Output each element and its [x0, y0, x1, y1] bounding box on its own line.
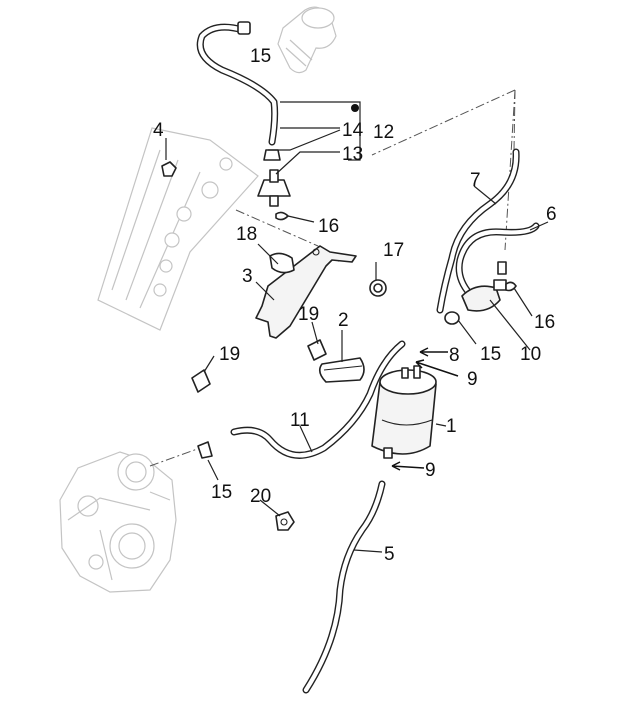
reducer-14: [263, 149, 281, 161]
callout-7: 7: [470, 170, 481, 191]
arrow-8: [419, 347, 448, 357]
purge-valve-10: [461, 261, 507, 312]
canister-1: [371, 365, 437, 459]
callout-11: 11: [290, 410, 310, 431]
clip-16-lower: [505, 281, 517, 292]
callout-6: 6: [546, 204, 557, 225]
callout-19-left: 19: [219, 344, 240, 365]
plug-15-right: [444, 311, 460, 325]
strap-2: [318, 357, 365, 383]
callout-15-left: 15: [211, 482, 232, 503]
rollover-valve-13: [257, 169, 291, 207]
callout-16-lower: 16: [534, 312, 555, 333]
hose-11: [230, 340, 406, 459]
hose-5: [302, 480, 386, 694]
bracket-3: [255, 245, 357, 339]
cable-tie-18: [269, 252, 295, 274]
hose-6: [455, 222, 540, 298]
leader-lines: [165, 127, 549, 553]
callout-20: 20: [250, 486, 271, 507]
callout-17: 17: [383, 240, 404, 261]
connector-19-left: [191, 369, 211, 393]
hose-7: [436, 148, 520, 314]
arrow-9-lower: [391, 461, 425, 471]
callout-2: 2: [338, 310, 349, 331]
hose-clamp-15-left: [197, 441, 213, 459]
connector-19-right: [307, 339, 327, 361]
callout-19-right: 19: [298, 304, 319, 325]
arrow-9-upper: [415, 359, 459, 377]
callout-13: 13: [342, 144, 363, 165]
group-12-bracket: [280, 101, 361, 161]
callout-3: 3: [242, 266, 253, 287]
nut-4: [161, 161, 177, 177]
clamp-17: [369, 279, 387, 297]
callout-9-upper: 9: [467, 369, 478, 390]
callout-15-top: 15: [250, 46, 271, 67]
fuel-tank-filler-cap-ghost: [277, 6, 337, 74]
callout-12: 12: [373, 122, 394, 143]
callout-1: 1: [446, 416, 457, 437]
hose-upper-12: [196, 23, 279, 146]
screw-20: [275, 511, 295, 531]
throttle-body-ghost: [59, 451, 177, 593]
callout-15-right: 15: [480, 344, 501, 365]
callout-18: 18: [236, 224, 257, 245]
callout-4: 4: [153, 120, 164, 141]
hose-clamp-15-top: [237, 21, 251, 35]
callout-5: 5: [384, 544, 395, 565]
callout-9-lower: 9: [425, 460, 436, 481]
frame-panel-ghost: [97, 127, 259, 331]
clip-16-upper: [275, 211, 289, 221]
callout-10: 10: [520, 344, 541, 365]
callout-8: 8: [449, 345, 460, 366]
callout-16-upper: 16: [318, 216, 339, 237]
callout-14: 14: [342, 120, 364, 141]
